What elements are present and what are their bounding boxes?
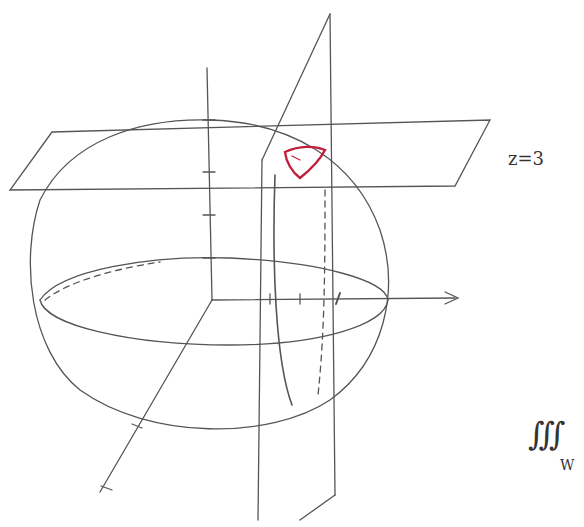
integral-symbol: ∭ [528, 418, 566, 450]
plane-label: z=3 [508, 150, 544, 168]
integral-symbol: W [560, 458, 574, 472]
